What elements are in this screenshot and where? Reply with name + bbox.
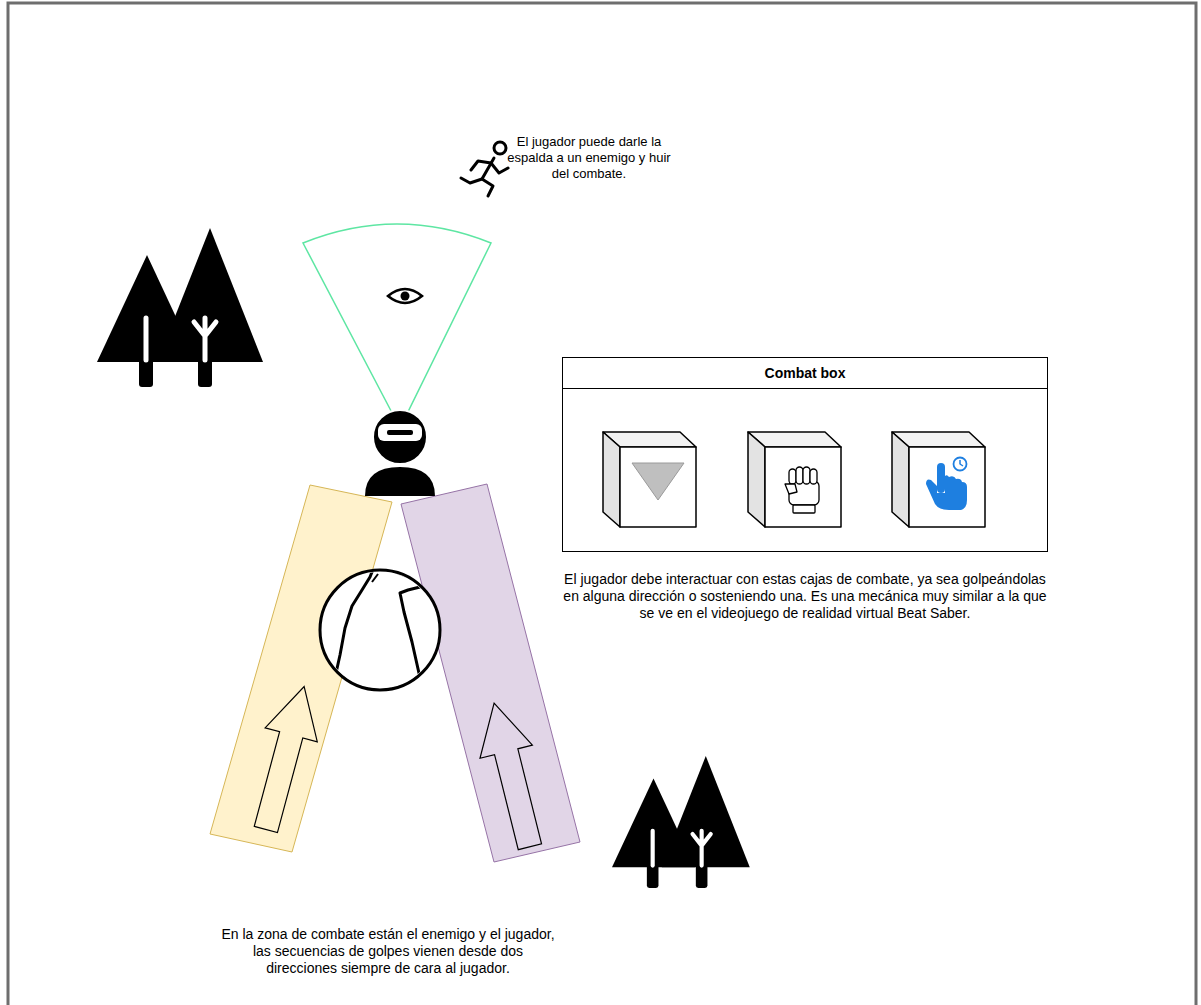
lane-arrow — [468, 697, 556, 854]
combat-cube — [748, 432, 841, 527]
box-heading: Combat box — [563, 358, 1047, 389]
cube-front — [620, 447, 696, 527]
purple-lane — [401, 484, 580, 862]
runner-legs — [461, 178, 493, 196]
hand-finger — [937, 463, 945, 493]
tree-trunk-line — [194, 318, 216, 360]
note-text: El jugador debe interactuar con estas ca… — [560, 571, 1050, 622]
clock-hands — [960, 460, 963, 466]
tree-crown — [157, 228, 263, 362]
eye-pupil — [401, 292, 410, 301]
note-text: El jugador puede darle la espalda a un e… — [505, 134, 673, 182]
cube-front — [909, 447, 985, 527]
fist-finger — [803, 467, 810, 484]
cube-side — [748, 432, 765, 527]
fist-finger — [789, 469, 796, 484]
lane-arrow — [240, 680, 330, 837]
cube-side — [892, 432, 909, 527]
player-icon — [365, 410, 435, 496]
cube-front — [765, 447, 841, 527]
wolf-ear — [372, 574, 378, 582]
fist-finger — [796, 467, 803, 484]
hand-palm — [926, 475, 967, 510]
container-box: Combat box — [562, 357, 1048, 552]
vr-visor-slot — [387, 430, 413, 435]
tree-crown — [662, 756, 750, 867]
runner-arms — [471, 161, 508, 173]
wolf-silhouette — [330, 551, 425, 700]
player-head — [373, 410, 427, 464]
clock-icon — [954, 458, 967, 471]
combat-cube — [603, 432, 696, 527]
page-frame — [8, 3, 1196, 1005]
eye-outline — [388, 289, 422, 303]
runner-icon — [461, 142, 508, 196]
player-body — [365, 467, 435, 496]
direction-triangle — [632, 463, 684, 500]
eye-icon — [388, 289, 422, 303]
vr-visor — [378, 424, 422, 441]
runner-head — [494, 142, 506, 154]
vision-cone — [303, 224, 491, 428]
tree-trunk-line — [144, 318, 149, 360]
cube-side — [603, 432, 620, 527]
fist-icon — [785, 467, 819, 513]
fist-wrist — [793, 505, 815, 513]
note-text: En la zona de combate están el enemigo y… — [216, 926, 560, 977]
combat-cube — [892, 432, 985, 527]
tree-trunk-line — [693, 831, 711, 866]
trees-icon — [97, 228, 263, 387]
enemy-wolf-icon — [320, 551, 440, 700]
fist-finger — [810, 469, 817, 484]
tree-trunk-line — [651, 831, 655, 866]
trees-icon — [612, 756, 750, 888]
fist-thumb — [785, 484, 797, 494]
